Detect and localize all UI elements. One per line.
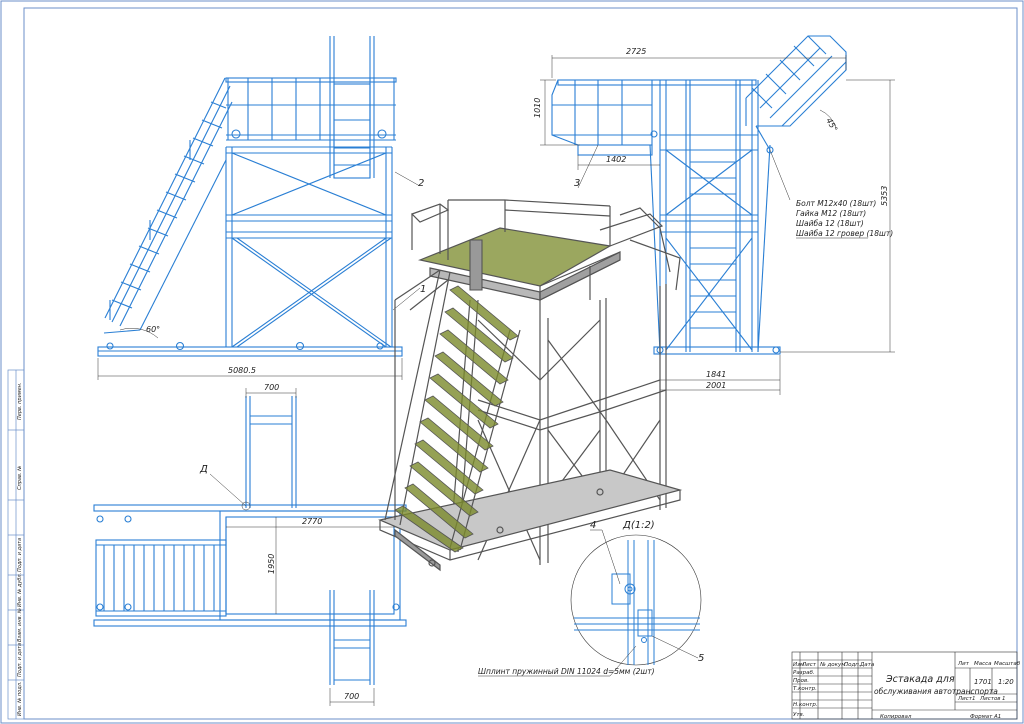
dim-top-offset: 1402	[606, 155, 626, 164]
dim-plan-width: 700	[264, 383, 279, 392]
title-block	[791, 651, 1018, 720]
tb-nkontr: Н.контр.	[793, 702, 818, 708]
detail-view	[570, 534, 702, 666]
fastener-note: Болт М12х40 (18шт) Гайка М12 (18шт) Шайб…	[796, 199, 893, 239]
plan-view	[93, 396, 407, 685]
tb-razrab: Разраб.	[793, 670, 815, 676]
dim-angle-left: 60°	[146, 325, 160, 334]
dim-total-height: 5353	[880, 186, 889, 206]
tb-sheet: Лист	[957, 696, 973, 702]
tb-sheet-n: 1	[972, 696, 976, 702]
dim-plan-length: 2770	[302, 517, 322, 526]
tb-format: Формат	[970, 714, 993, 720]
side-stamp-5: Взам. инв. №	[17, 608, 23, 642]
side-stamp-4: Инв. № дубл.	[17, 573, 23, 607]
tb-col-mass: Масса	[974, 661, 992, 667]
side-stamp-6: Подп. и дата	[17, 643, 23, 677]
note-line-1: Болт М12х40 (18шт)	[796, 199, 876, 208]
tb-utv: Утв.	[793, 712, 805, 718]
note-pin: Шплинт пружинный DIN 11024 d=5мм (2шт)	[478, 667, 655, 676]
tb-scale: 1:20	[998, 678, 1014, 686]
detail-title: Д(1:2)	[622, 520, 655, 531]
dim-base-1: 1841	[706, 370, 726, 379]
drawing-frame	[23, 7, 1018, 720]
dim-top-width: 2725	[626, 47, 646, 56]
title-line-2: обслуживания автотранспорта	[874, 687, 998, 696]
tb-format-val: А1	[993, 714, 1001, 720]
dim-top-height: 1010	[533, 98, 542, 118]
side-stamp-2: Справ. №	[17, 466, 23, 490]
tb-row-izm: Изм	[793, 662, 804, 668]
note-line-2: Гайка М12 (18шт)	[796, 209, 866, 218]
isometric-view	[378, 199, 683, 572]
tb-sheets-n: 1	[1002, 696, 1006, 702]
callout-1: 1	[420, 284, 426, 295]
front-view	[551, 35, 847, 355]
tb-prov: Пров.	[793, 678, 809, 684]
side-stamp-3: Подп. и дата	[17, 538, 23, 572]
tb-copied: Копировал	[880, 714, 912, 720]
callout-3: 3	[574, 178, 580, 189]
tb-row-doc: № докум.	[819, 662, 847, 668]
side-view	[97, 36, 403, 357]
side-stamp-1: Перв. примен.	[17, 382, 23, 420]
dim-side-length: 5080.5	[228, 366, 256, 375]
side-stamp-7: Инв. № подл.	[17, 682, 23, 717]
tb-mass: 1701	[974, 678, 992, 686]
tb-col-scale: Масштаб	[994, 661, 1021, 667]
note-line-3: Шайба 12 (18шт)	[796, 219, 864, 228]
isometric-stair-treads	[394, 285, 519, 553]
title-line-1: Эстакада для	[885, 674, 955, 685]
dim-base-2: 2001	[706, 381, 726, 390]
dim-plan-width-bottom: 700	[344, 692, 359, 701]
callout-4: 4	[590, 520, 596, 531]
callout-5: 5	[698, 653, 704, 664]
dim-angle-right: 45°	[824, 117, 839, 134]
side-stamp	[7, 369, 25, 720]
tb-col-lit: Лит	[957, 661, 970, 667]
callout-2: 2	[418, 178, 424, 189]
tb-row-date: Дата	[859, 662, 875, 668]
tb-tkontr: Т.контр.	[793, 686, 817, 692]
tb-row-list: Лист	[801, 662, 817, 668]
note-line-4: Шайба 12 гровер (18шт)	[796, 229, 893, 238]
detail-mark: Д	[199, 464, 208, 475]
tb-row-sign: Подп.	[844, 662, 861, 668]
tb-sheets: Листов	[979, 696, 1001, 702]
dim-plan-depth: 1950	[267, 554, 276, 574]
